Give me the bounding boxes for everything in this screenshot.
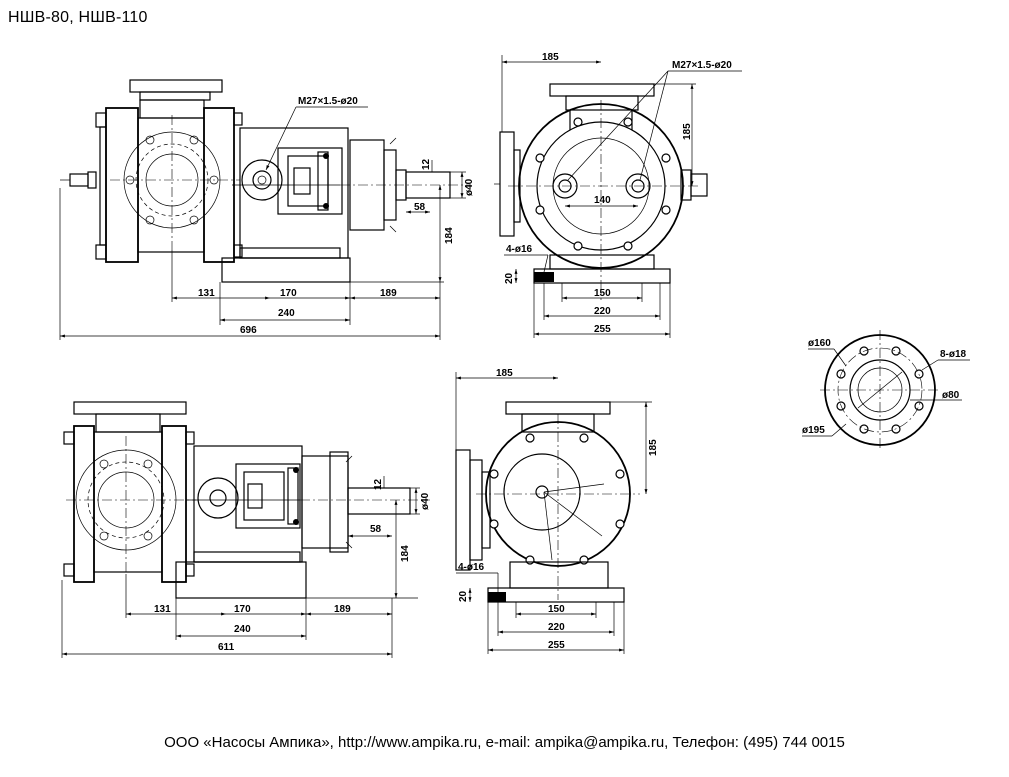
top-side-view: M27×1.5-ø20 12 ø40 58 184 131 170 189 24… [59,79,475,340]
thread-label-front: M27×1.5-ø20 [672,60,732,71]
svg-text:140: 140 [594,195,611,206]
svg-text:ø160: ø160 [808,338,831,349]
svg-text:ø40: ø40 [420,492,431,510]
svg-text:696: 696 [240,325,257,336]
svg-text:131: 131 [154,604,171,615]
svg-text:12: 12 [421,158,432,170]
svg-text:185: 185 [496,368,513,379]
svg-text:ø80: ø80 [942,390,960,401]
thread-label: M27×1.5-ø20 [298,96,358,107]
front-bolts [489,433,625,565]
flange-holes [836,346,924,434]
page-title: НШВ-80, НШВ-110 [8,9,148,26]
top-front-view: M27×1.5-ø20 185 185 140 4-ø16 20 150 220 [494,52,742,338]
svg-text:150: 150 [594,288,611,299]
svg-text:ø195: ø195 [802,425,825,436]
svg-text:184: 184 [400,545,411,562]
flange-bolts [535,117,671,251]
svg-text:20: 20 [458,590,469,602]
svg-text:189: 189 [380,288,397,299]
bottom-front-view: 185 185 4-ø16 20 150 220 255 [455,368,659,654]
svg-text:131: 131 [198,288,215,299]
svg-text:185: 185 [542,52,559,63]
svg-text:20: 20 [504,272,515,284]
svg-text:58: 58 [414,202,426,213]
svg-text:4-ø16: 4-ø16 [458,562,485,573]
svg-text:255: 255 [548,640,565,651]
svg-text:184: 184 [444,227,455,244]
svg-text:185: 185 [682,123,693,140]
svg-text:240: 240 [278,308,295,319]
footer-contacts: ООО «Насосы Ампика», http://www.ampika.r… [164,734,845,751]
svg-text:611: 611 [218,642,235,653]
svg-text:189: 189 [334,604,351,615]
svg-text:220: 220 [548,622,565,633]
svg-text:4-ø16: 4-ø16 [506,244,533,255]
svg-text:150: 150 [548,604,565,615]
svg-text:12: 12 [373,478,384,490]
svg-text:170: 170 [280,288,297,299]
svg-text:8-ø18: 8-ø18 [940,349,967,360]
flange-detail: ø160 8-ø18 ø80 ø195 [802,330,970,450]
svg-text:220: 220 [594,306,611,317]
bottom-side-view: 12 ø40 58 184 131 170 189 240 611 [61,401,431,658]
svg-text:240: 240 [234,624,251,635]
svg-text:170: 170 [234,604,251,615]
svg-text:255: 255 [594,324,611,335]
svg-text:185: 185 [648,439,659,456]
svg-text:ø40: ø40 [464,178,475,196]
svg-text:58: 58 [370,524,382,535]
